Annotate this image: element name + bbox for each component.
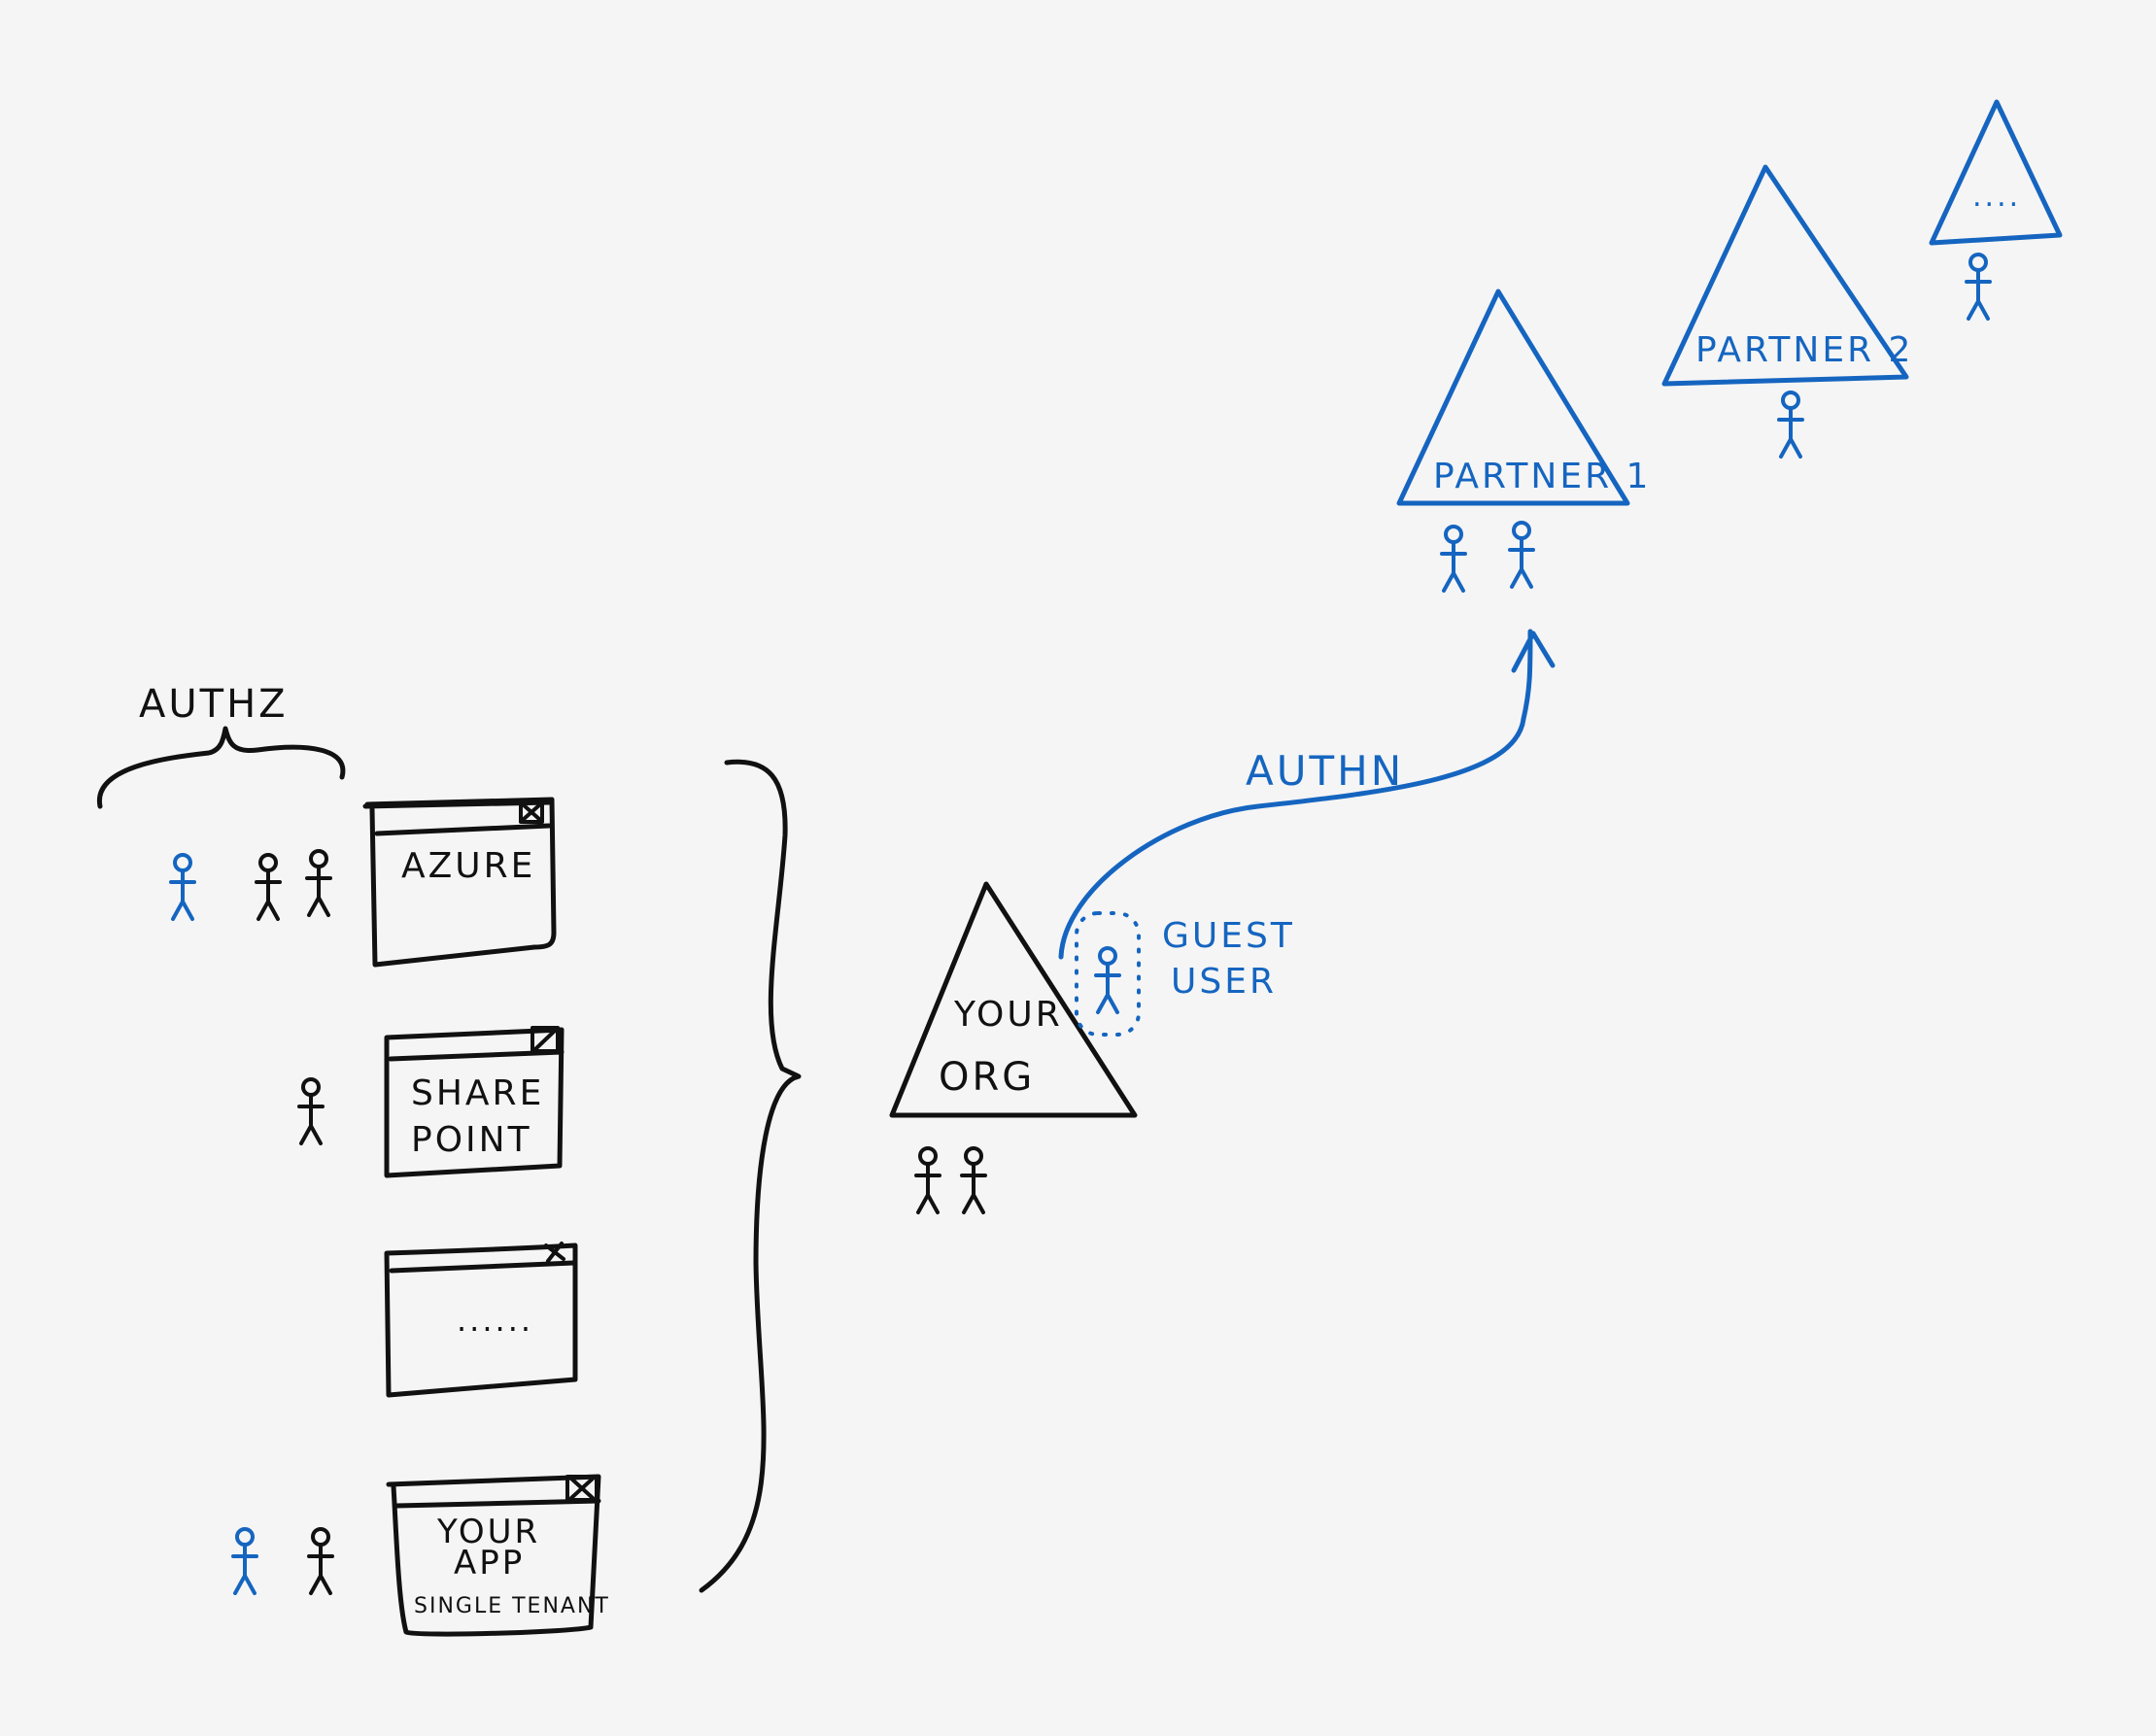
authn-arrow — [1058, 629, 1533, 960]
guest-label-2: USER — [1171, 962, 1277, 1002]
partner-more-tenant: .... — [1929, 99, 2063, 246]
azure-user-blue — [169, 853, 196, 921]
authn-label: AUTHN — [1246, 747, 1404, 795]
azure-user-1 — [255, 853, 282, 921]
partner-1-tenant: PARTNER 1 — [1396, 289, 1651, 506]
app-window-yourapp: YOUR APP SINGLE TENANT — [386, 1474, 610, 1637]
more-apps-label: ...... — [457, 1302, 533, 1339]
yourapp-label-3: SINGLE TENANT — [414, 1594, 610, 1618]
partner-1-label: PARTNER 1 — [1433, 457, 1651, 496]
app-window-azure: AZURE — [362, 797, 557, 968]
your-org-user-1 — [914, 1146, 941, 1214]
yourapp-user-blue — [231, 1527, 258, 1595]
your-org-tenant: YOUR ORG — [889, 881, 1138, 1118]
authz-brace — [97, 726, 346, 809]
app-window-sharepoint: SHARE POINT — [384, 1026, 565, 1178]
guest-user-box — [1075, 911, 1141, 1037]
authn-arrowhead — [1511, 630, 1556, 673]
sharepoint-label-1: SHARE — [411, 1073, 544, 1113]
app-window-more: ...... — [384, 1242, 578, 1398]
yourapp-label-1: YOUR — [436, 1513, 540, 1551]
azure-user-2 — [305, 849, 332, 917]
partner-1-user-1 — [1440, 525, 1467, 593]
partner-2-user — [1777, 391, 1804, 459]
guest-label-1: GUEST — [1162, 916, 1295, 956]
yourapp-user — [307, 1527, 334, 1595]
authz-label: AUTHZ — [139, 682, 289, 727]
sharepoint-user — [297, 1077, 325, 1145]
partner-2-tenant: PARTNER 2 — [1661, 164, 1913, 387]
azure-label: AZURE — [401, 846, 535, 886]
partner-more-user — [1965, 253, 1992, 321]
sharepoint-label-2: POINT — [411, 1120, 532, 1160]
your-org-label-1: YOUR — [953, 995, 1063, 1035]
yourapp-label-2: APP — [454, 1544, 525, 1583]
partner-1-user-2 — [1508, 521, 1535, 589]
partner-more-label: .... — [1972, 180, 2021, 214]
your-org-label-2: ORG — [939, 1055, 1035, 1100]
your-org-user-2 — [960, 1146, 987, 1214]
apps-brace — [699, 759, 802, 1593]
partner-2-label: PARTNER 2 — [1695, 330, 1913, 370]
